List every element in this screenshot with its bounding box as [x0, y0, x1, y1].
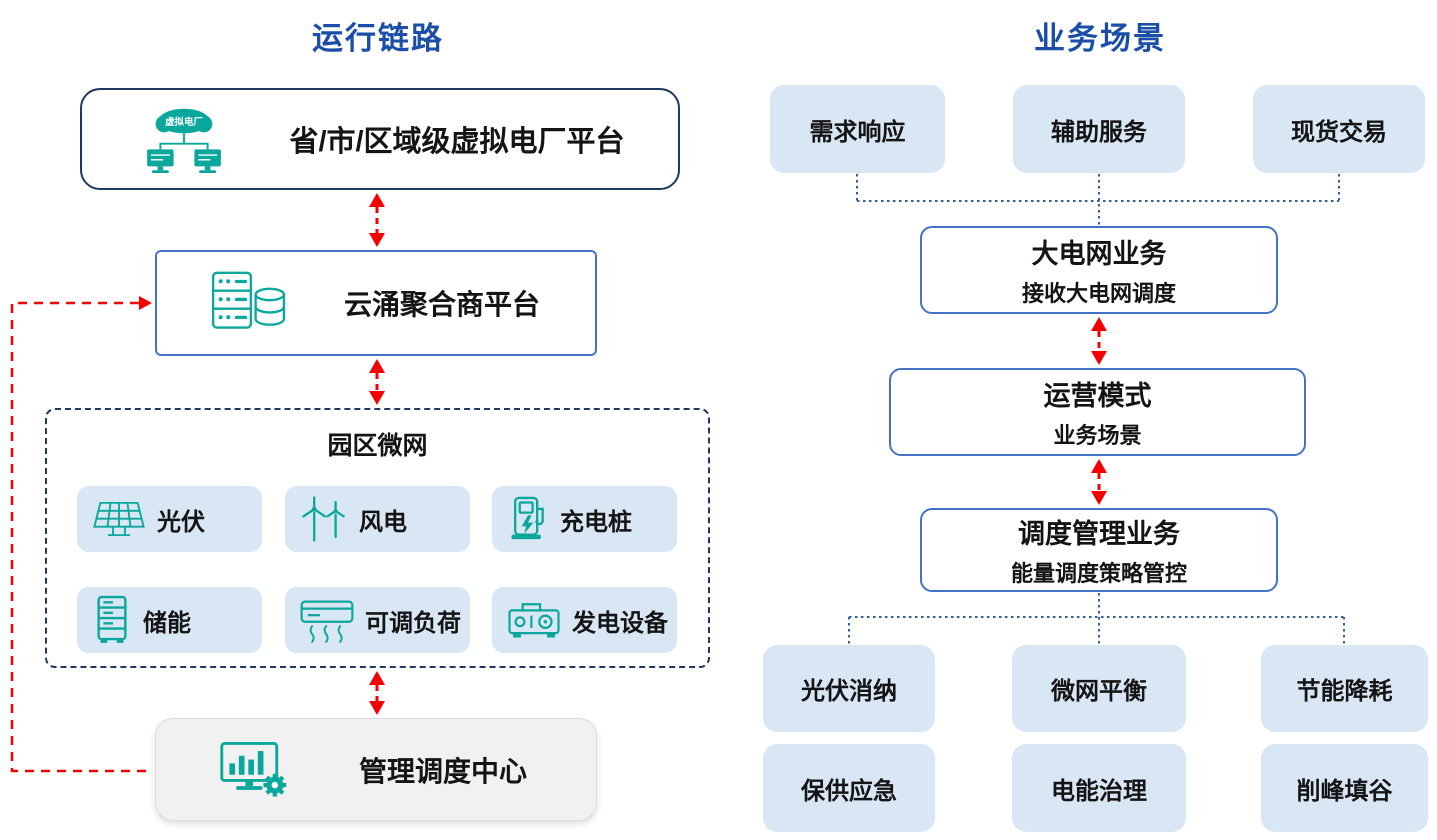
- aggregator-platform-label: 云涌聚合商平台: [343, 289, 540, 320]
- scenario-label: 电能治理: [1051, 777, 1147, 805]
- scenario-label: 现货交易: [1291, 118, 1387, 146]
- scenario-pv-consumption: 光伏消纳: [763, 645, 935, 732]
- microgrid-item-label: 发电设备: [572, 609, 668, 637]
- ev-charger-icon: [511, 496, 544, 540]
- operation-mode-box: 运营模式 业务场景: [889, 368, 1306, 456]
- dispatch-business-box: 调度管理业务 能量调度策略管控: [920, 508, 1278, 592]
- grid-business-subtitle: 接收大电网调度: [1021, 281, 1176, 306]
- microgrid-item-label: 储能: [143, 609, 191, 637]
- server-database-icon: [211, 271, 286, 329]
- scenario-energy-saving: 节能降耗: [1261, 645, 1428, 732]
- scenario-spot-trading: 现货交易: [1253, 85, 1425, 173]
- scenario-label: 需求响应: [809, 118, 906, 146]
- wind-turbine-icon: [302, 496, 345, 542]
- right-section-title: 业务场景: [1034, 21, 1166, 56]
- microgrid-item-storage: 储能: [77, 587, 262, 653]
- vpp-platform-box: 虚拟电厂 省/市/区域级虚拟电厂平台: [80, 88, 680, 190]
- microgrid-container: 园区微网 光伏: [45, 408, 710, 668]
- microgrid-title: 园区微网: [327, 432, 428, 460]
- scenario-power-governance: 电能治理: [1012, 744, 1186, 832]
- scenario-peak-shaving: 削峰填谷: [1261, 744, 1428, 832]
- dispatch-business-title: 调度管理业务: [1018, 519, 1180, 549]
- dispatch-center-label: 管理调度中心: [358, 755, 527, 787]
- scenario-label: 节能降耗: [1296, 678, 1393, 705]
- left-section-title: 运行链路: [312, 21, 444, 56]
- generator-icon: [508, 603, 560, 638]
- virtual-power-plant-icon: 虚拟电厂: [147, 108, 221, 174]
- scenario-label: 辅助服务: [1051, 118, 1147, 146]
- scenario-label: 微网平衡: [1051, 678, 1147, 705]
- vpp-cloud-caption: 虚拟电厂: [165, 116, 203, 128]
- microgrid-item-label: 充电桩: [560, 508, 632, 536]
- scenario-label: 削峰填谷: [1296, 777, 1393, 805]
- microgrid-item-label: 风电: [359, 508, 407, 536]
- scenario-label: 光伏消纳: [801, 678, 897, 705]
- microgrid-item-load: 可调负荷: [285, 587, 470, 653]
- operation-mode-title: 运营模式: [1043, 381, 1152, 411]
- monitor-gear-icon: [220, 741, 287, 797]
- microgrid-item-charger: 充电桩: [492, 486, 677, 552]
- feedback-loop-arrowhead: [139, 296, 152, 310]
- aggregator-platform-box: 云涌聚合商平台: [155, 250, 597, 356]
- battery-storage-icon: [97, 595, 127, 643]
- adjustable-load-icon: [300, 600, 354, 643]
- microgrid-item-generator: 发电设备: [492, 587, 677, 653]
- solar-panel-icon: [93, 501, 145, 537]
- dispatch-business-subtitle: 能量调度策略管控: [1010, 561, 1187, 586]
- scenario-microgrid-balance: 微网平衡: [1012, 645, 1186, 732]
- scenario-supply-emergency: 保供应急: [763, 744, 935, 832]
- microgrid-item-pv: 光伏: [77, 486, 262, 552]
- scenario-label: 保供应急: [801, 777, 897, 805]
- grid-business-box: 大电网业务 接收大电网调度: [920, 226, 1278, 314]
- scenario-ancillary-services: 辅助服务: [1013, 85, 1185, 173]
- microgrid-item-label: 可调负荷: [365, 609, 461, 637]
- grid-business-title: 大电网业务: [1031, 239, 1167, 269]
- microgrid-item-label: 光伏: [157, 508, 205, 536]
- vpp-platform-label: 省/市/区域级虚拟电厂平台: [289, 126, 625, 158]
- gear-icon: [263, 773, 287, 797]
- microgrid-item-wind: 风电: [285, 486, 470, 552]
- dispatch-center-box: 管理调度中心: [155, 718, 597, 821]
- operation-mode-subtitle: 业务场景: [1053, 423, 1142, 448]
- scenario-demand-response: 需求响应: [770, 85, 945, 173]
